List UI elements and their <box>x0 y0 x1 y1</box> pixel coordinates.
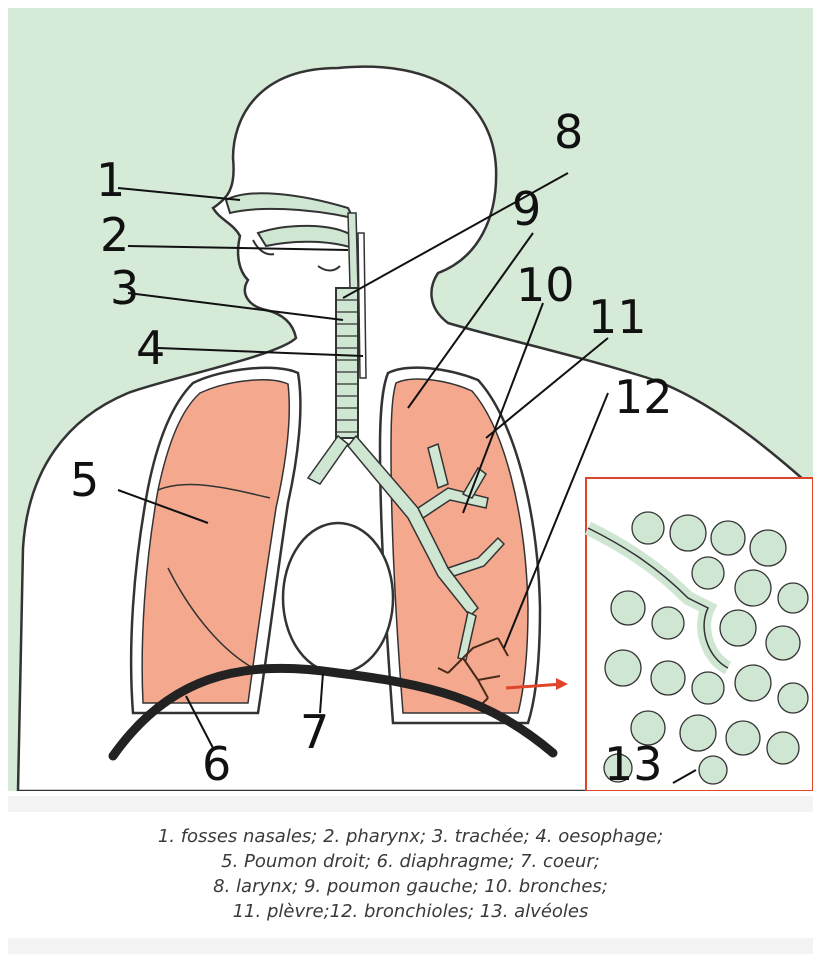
label-9: 9 <box>512 182 541 236</box>
label-12: 12 <box>614 370 673 424</box>
label-11: 11 <box>588 290 647 344</box>
respiratory-system-diagram: 1 2 3 4 5 6 7 8 9 10 11 12 13 <box>8 8 813 791</box>
heart <box>283 523 393 673</box>
label-10: 10 <box>516 258 575 312</box>
label-7: 7 <box>300 705 329 759</box>
caption-line-1: 1. fosses nasales; 2. pharynx; 3. traché… <box>8 824 813 849</box>
pharynx-tube <box>348 213 358 288</box>
label-6: 6 <box>202 737 231 791</box>
label-3: 3 <box>110 261 139 315</box>
label-8: 8 <box>554 105 583 159</box>
caption-box: 1. fosses nasales; 2. pharynx; 3. traché… <box>8 796 813 954</box>
caption-line-4: 11. plèvre;12. bronchioles; 13. alvéoles <box>8 899 813 924</box>
caption-line-3: 8. larynx; 9. poumon gauche; 10. bronche… <box>8 874 813 899</box>
label-13: 13 <box>604 737 663 791</box>
caption-text: 1. fosses nasales; 2. pharynx; 3. traché… <box>8 812 813 938</box>
diagram-svg: 1 2 3 4 5 6 7 8 9 10 11 12 13 <box>8 8 813 791</box>
label-5: 5 <box>70 453 99 507</box>
label-2: 2 <box>100 208 129 262</box>
label-4: 4 <box>136 321 165 375</box>
label-1: 1 <box>96 153 125 207</box>
caption-line-2: 5. Poumon droit; 6. diaphragme; 7. coeur… <box>8 849 813 874</box>
trachea <box>336 288 358 438</box>
